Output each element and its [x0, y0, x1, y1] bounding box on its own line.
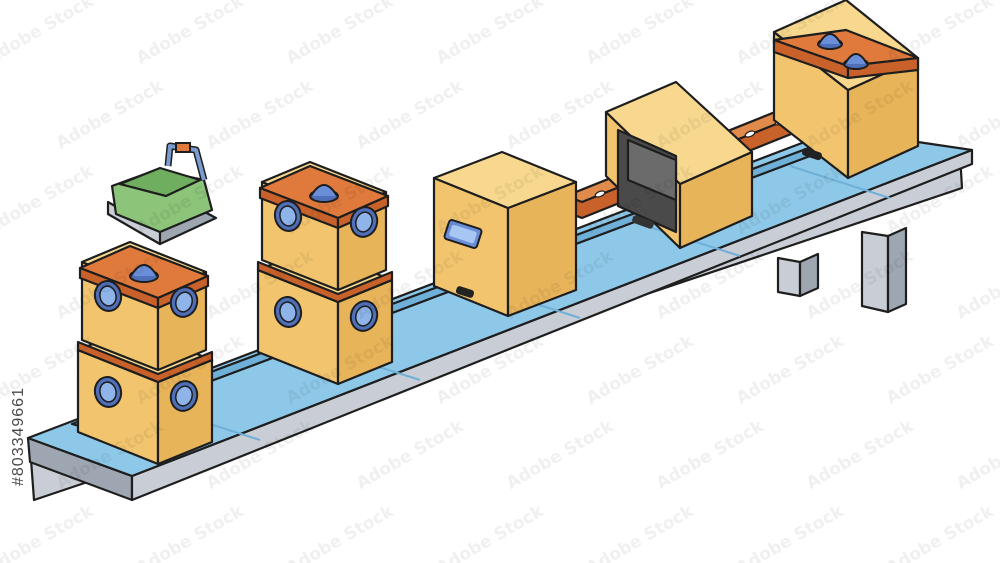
- stock-id-label: #803349661: [10, 387, 27, 487]
- tunnel-machine: [604, 80, 754, 250]
- plain-box: [432, 150, 578, 318]
- end-machine: [772, 0, 920, 180]
- stacked-box-left: [76, 240, 214, 466]
- floating-basket: [106, 142, 218, 246]
- stacked-box-middle: [256, 160, 394, 386]
